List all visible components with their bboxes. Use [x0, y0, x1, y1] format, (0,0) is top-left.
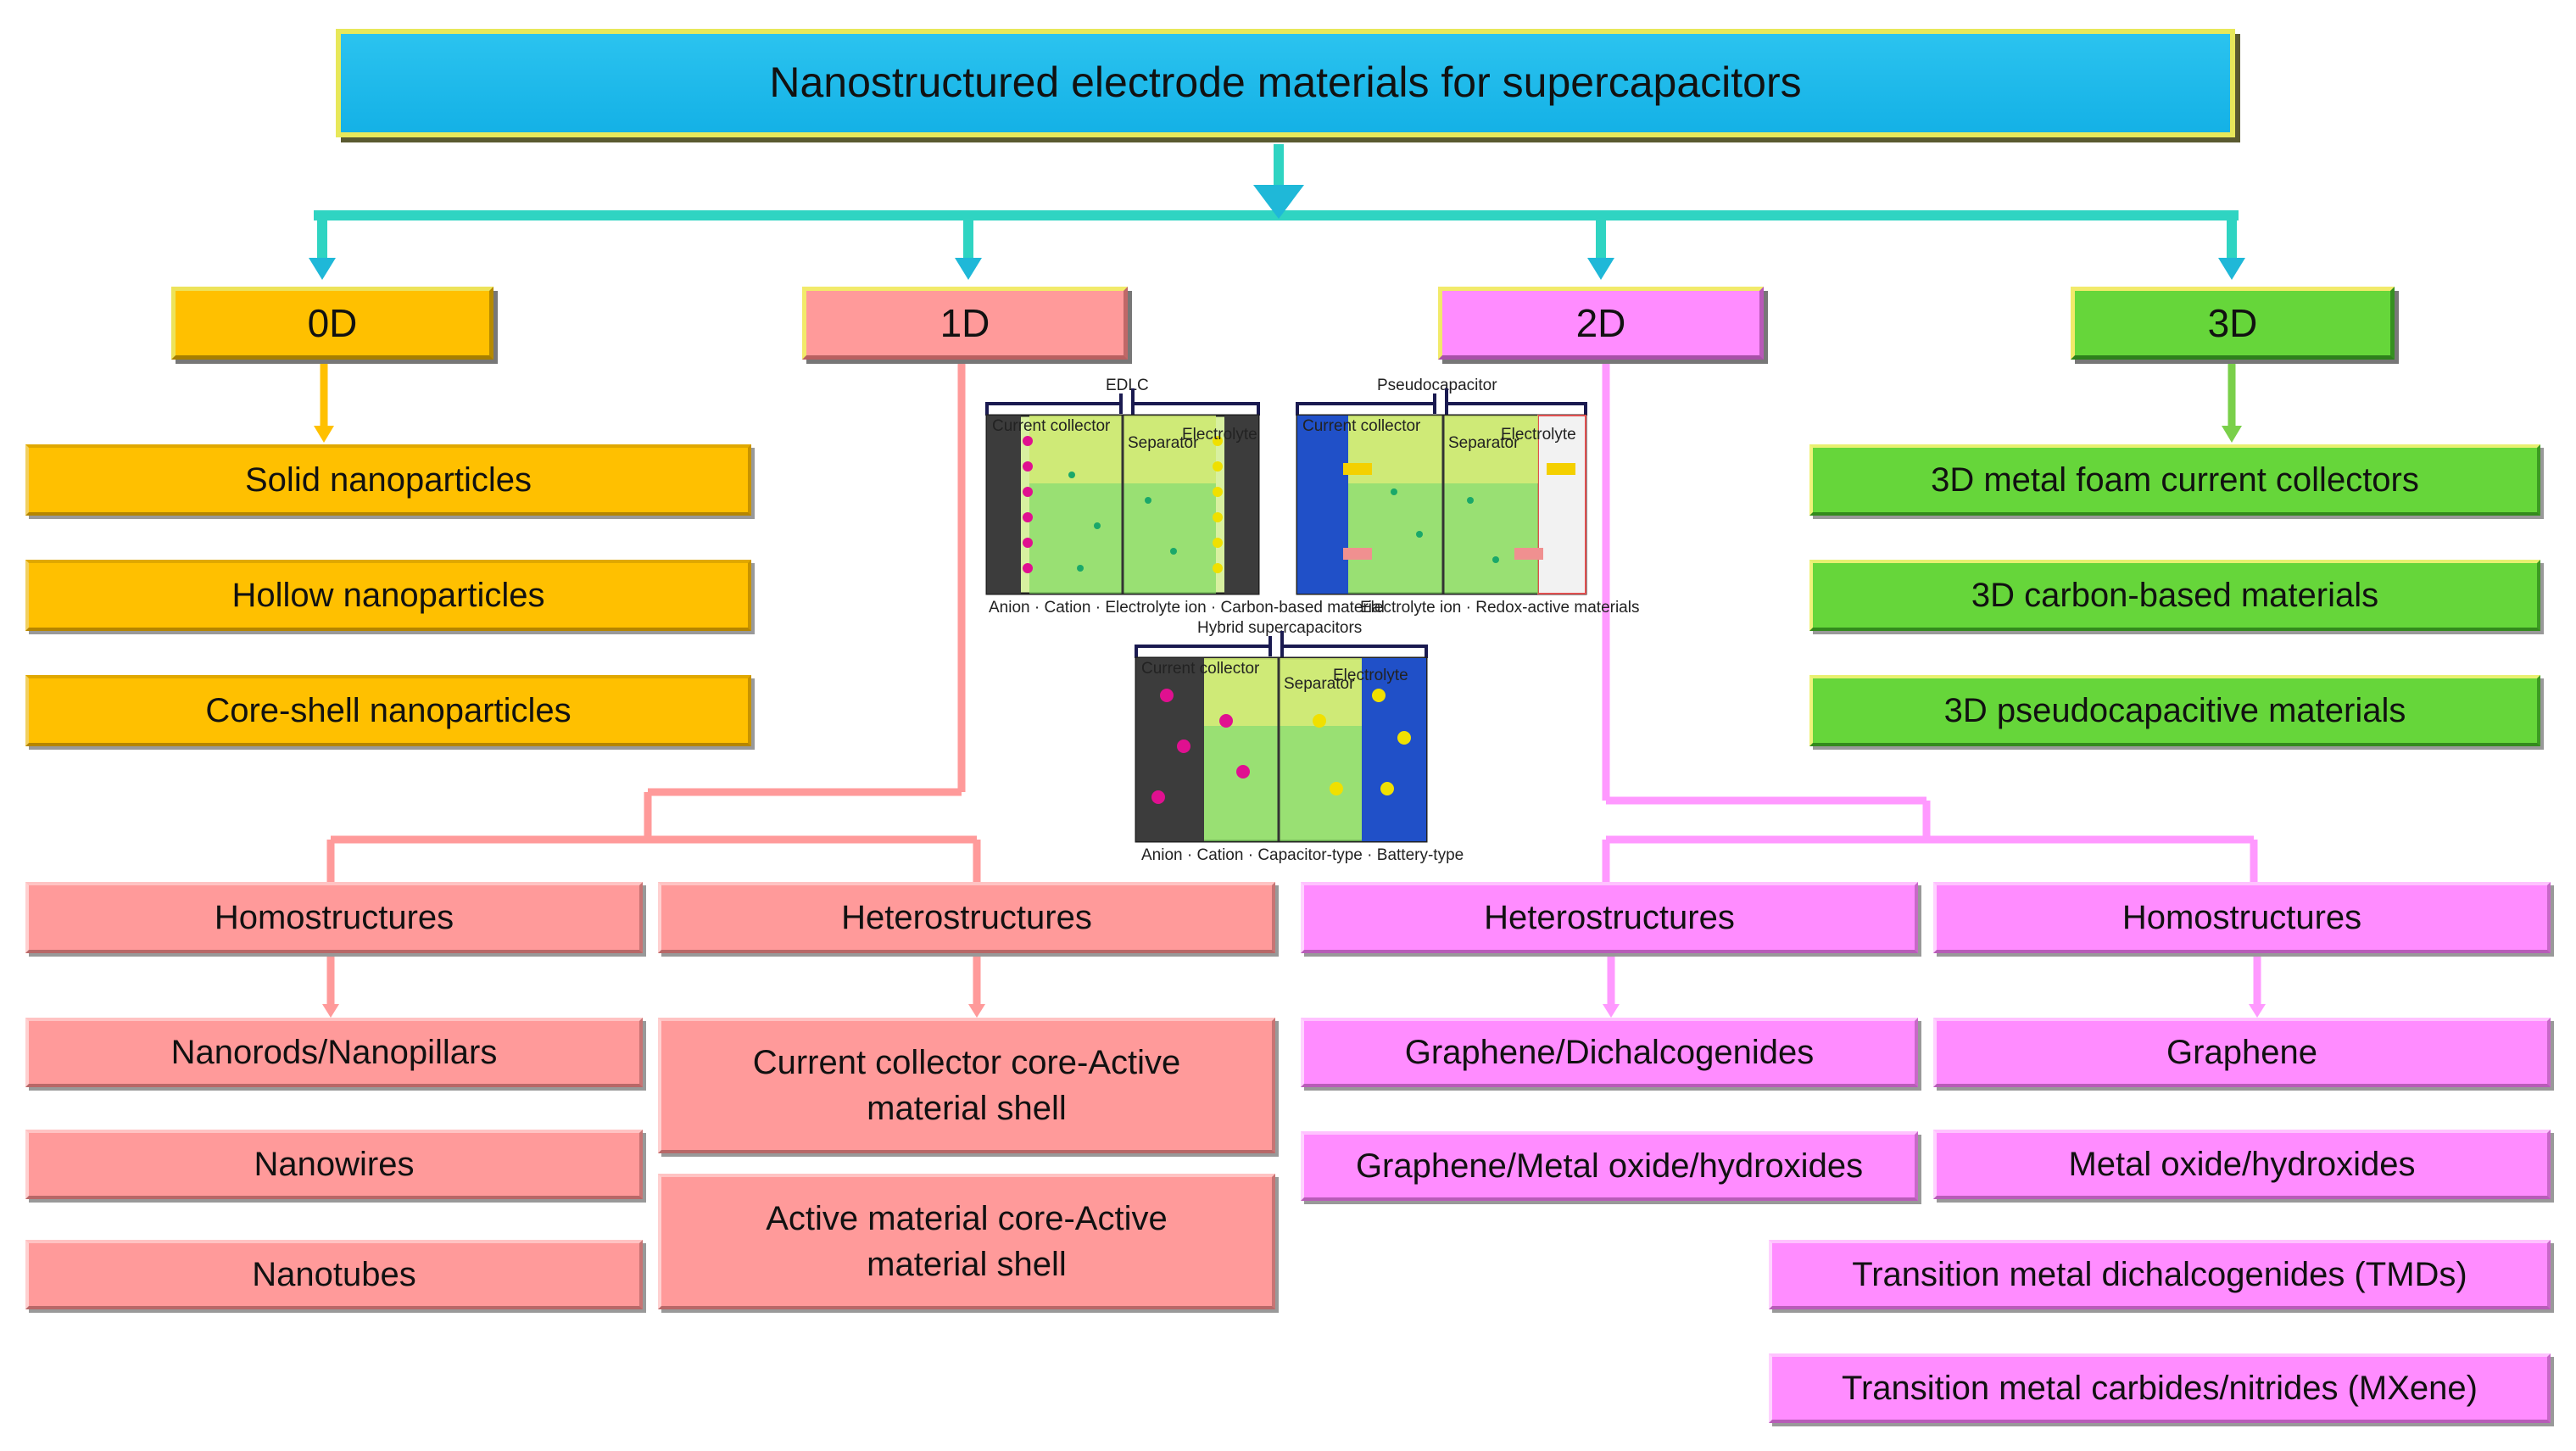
item-text: Homostructures	[214, 899, 454, 936]
edlc-label-electrolyte: Electrolyte	[1182, 426, 1257, 444]
two-d-homostructure-item: Metal oxide/hydroxides	[1933, 1130, 2551, 1199]
legend-battery-type: Battery-type	[1376, 846, 1464, 864]
one-d-connector	[326, 360, 981, 1007]
item-text: Nanowires	[254, 1146, 415, 1183]
hybrid-label-current-collector: Current collector	[1141, 660, 1260, 678]
item-text: 3D metal foam current collectors	[1931, 461, 2419, 499]
item-text: Core-shell nanoparticles	[205, 692, 572, 729]
legend-cation: Cation	[1044, 599, 1091, 617]
item-text: Heterostructures	[1484, 899, 1735, 936]
edlc-label-separator: Separator	[1128, 434, 1199, 452]
three-d-item: 3D pseudocapacitive materials	[1809, 675, 2540, 746]
edlc-label-current-collector: Current collector	[992, 417, 1111, 435]
item-text: Graphene/Metal oxide/hydroxides	[1355, 1147, 1864, 1185]
item-text: Homostructures	[2122, 899, 2362, 936]
dimension-label: 0D	[307, 300, 358, 345]
three-d-arrowhead	[2222, 426, 2242, 443]
edlc-title: EDLC	[1106, 377, 1149, 394]
legend-redox: Redox-active materials	[1475, 599, 1640, 617]
item-text: Transition metal carbides/nitrides (MXen…	[1842, 1370, 2478, 1407]
two-d-connector	[1602, 360, 2261, 1007]
item-text: Graphene	[2166, 1034, 2317, 1071]
dimension-label: 1D	[940, 300, 990, 345]
item-text: Hollow nanoparticles	[231, 577, 545, 614]
item-text: Current collector core-Active material s…	[752, 1044, 1181, 1127]
item-text: 3D carbon-based materials	[1971, 577, 2379, 614]
one-d-homostructures-box: Homostructures	[25, 882, 643, 953]
one-d-heterostructure-item: Current collector core-Active material s…	[658, 1018, 1275, 1153]
top-arrowheads	[309, 185, 2245, 280]
three-d-item: 3D carbon-based materials	[1809, 560, 2540, 631]
legend-electrolyte-ion: Electrolyte ion	[1105, 599, 1207, 617]
legend-carbon: Carbon-based material	[1220, 599, 1385, 617]
pseudocapacitor-cell-drawing	[1296, 388, 1587, 595]
page-title: Nanostructured electrode materials for s…	[336, 29, 2235, 137]
zero-d-item: Hollow nanoparticles	[25, 560, 751, 631]
dimension-0d-box: 0D	[171, 287, 493, 360]
item-text: Heterostructures	[841, 899, 1092, 936]
two-d-heterostructure-item: Graphene/Dichalcogenides	[1301, 1018, 1918, 1087]
three-d-item: 3D metal foam current collectors	[1809, 444, 2540, 516]
edlc-schematic: EDLC Current collector Separator Electro…	[979, 373, 1385, 619]
hybrid-legend: Anion · Cation · Capacitor-type · Batter…	[1141, 846, 1464, 864]
dimension-1d-box: 1D	[802, 287, 1128, 360]
item-text: Transition metal dichalcogenides (TMDs)	[1852, 1256, 2467, 1293]
title-text: Nanostructured electrode materials for s…	[769, 59, 1802, 107]
hybrid-title: Hybrid supercapacitors	[1197, 619, 1363, 637]
one-d-heterostructure-item: Active material core-Active material she…	[658, 1174, 1275, 1309]
item-text: Metal oxide/hydroxides	[2068, 1146, 2416, 1183]
pseudo-label-electrolyte: Electrolyte	[1501, 426, 1576, 444]
hybrid-label-electrolyte: Electrolyte	[1333, 667, 1408, 684]
two-d-homostructure-item: Transition metal dichalcogenides (TMDs)	[1769, 1240, 2551, 1309]
zero-d-item: Core-shell nanoparticles	[25, 675, 751, 746]
pseudocapacitor-schematic: Pseudocapacitor Current collector Separa…	[1292, 373, 1639, 619]
dimension-label: 3D	[2207, 300, 2258, 345]
hybrid-label-separator: Separator	[1284, 675, 1355, 693]
two-d-homostructure-item: Transition metal carbides/nitrides (MXen…	[1769, 1353, 2551, 1423]
one-d-arrowheads	[322, 1004, 985, 1018]
zero-d-item: Solid nanoparticles	[25, 444, 751, 516]
two-d-homostructure-item: Graphene	[1933, 1018, 2551, 1087]
dimension-label: 2D	[1575, 300, 1626, 345]
one-d-homostructure-item: Nanotubes	[25, 1240, 643, 1309]
edlc-cell-drawing	[985, 388, 1260, 595]
one-d-homostructure-item: Nanorods/Nanopillars	[25, 1018, 643, 1087]
dimension-3d-box: 3D	[2071, 287, 2395, 360]
hybrid-schematic: Hybrid supercapacitors Current collector…	[1133, 619, 1464, 865]
legend-anion: Anion	[989, 599, 1030, 617]
hybrid-cell-drawing	[1135, 631, 1428, 843]
item-text: Solid nanoparticles	[245, 461, 532, 499]
zero-d-arrowhead	[314, 426, 334, 443]
item-text: Graphene/Dichalcogenides	[1404, 1034, 1815, 1071]
legend-electrolyte-ion: Electrolyte ion	[1360, 599, 1462, 617]
pseudo-label-separator: Separator	[1448, 434, 1519, 452]
two-d-arrowheads	[1603, 1004, 2266, 1018]
two-d-homostructures-box: Homostructures	[1933, 882, 2551, 953]
item-text: Active material core-Active material she…	[766, 1200, 1168, 1283]
legend-capacitor-type: Capacitor-type	[1257, 846, 1363, 864]
item-text: 3D pseudocapacitive materials	[1943, 692, 2406, 729]
one-d-homostructure-item: Nanowires	[25, 1130, 643, 1199]
two-d-heterostructure-item: Graphene/Metal oxide/hydroxides	[1301, 1131, 1918, 1201]
pseudo-label-current-collector: Current collector	[1302, 417, 1421, 435]
item-text: Nanorods/Nanopillars	[170, 1034, 498, 1071]
legend-cation: Cation	[1196, 846, 1244, 864]
edlc-legend: Anion · Cation · Electrolyte ion · Carbo…	[989, 599, 1385, 617]
item-text: Nanotubes	[252, 1256, 416, 1293]
pseudocapacitor-title: Pseudocapacitor	[1377, 377, 1497, 394]
legend-anion: Anion	[1141, 846, 1183, 864]
one-d-heterostructures-box: Heterostructures	[658, 882, 1275, 953]
two-d-heterostructures-box: Heterostructures	[1301, 882, 1918, 953]
dimension-2d-box: 2D	[1438, 287, 1764, 360]
pseudo-legend: Electrolyte ion · Redox-active materials	[1360, 599, 1640, 617]
